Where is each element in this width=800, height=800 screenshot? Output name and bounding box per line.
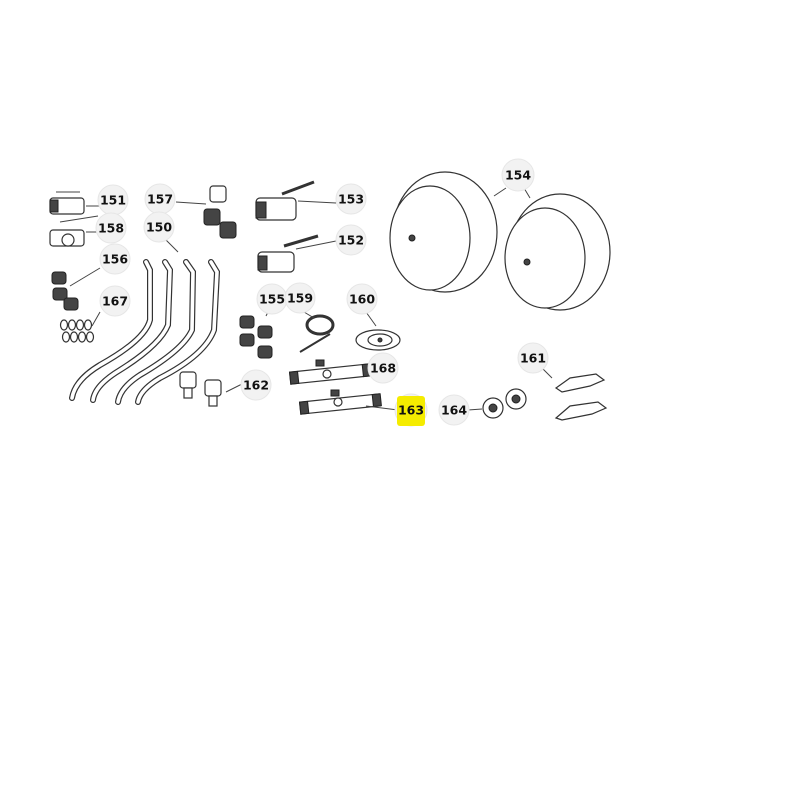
part-161-brackets <box>541 367 608 421</box>
svg-text:162: 162 <box>243 378 269 393</box>
part-154-expansion-vessels <box>389 171 611 311</box>
callout-163-highlighted[interactable]: 163 <box>394 393 428 427</box>
callout-152[interactable]: 152 <box>335 224 367 256</box>
svg-text:164: 164 <box>441 403 467 418</box>
svg-text:160: 160 <box>349 292 375 307</box>
svg-text:155: 155 <box>259 292 285 307</box>
svg-text:152: 152 <box>338 233 364 248</box>
svg-text:151: 151 <box>100 193 126 208</box>
part-156-fittings <box>51 267 101 311</box>
callout-161[interactable]: 161 <box>517 342 549 374</box>
callout-168[interactable]: 168 <box>367 352 399 384</box>
part-153-three-way-valve <box>255 180 337 221</box>
callout-154[interactable]: 154 <box>501 158 535 192</box>
part-158-ball-valve <box>49 215 99 247</box>
callout-159[interactable]: 159 <box>284 282 316 314</box>
svg-text:163: 163 <box>398 403 424 418</box>
part-163-pipe-tee <box>298 389 399 415</box>
svg-text:168: 168 <box>370 361 396 376</box>
callout-162[interactable]: 162 <box>240 369 272 401</box>
svg-text:159: 159 <box>287 291 313 306</box>
callout-167[interactable]: 167 <box>99 285 131 317</box>
svg-text:161: 161 <box>520 351 546 366</box>
svg-text:154: 154 <box>505 168 531 183</box>
callout-157[interactable]: 157 <box>144 183 176 215</box>
callout-156[interactable]: 156 <box>99 243 131 275</box>
part-152-ball-valve <box>257 234 337 273</box>
callout-155[interactable]: 155 <box>256 283 288 315</box>
part-168-pipe-tee <box>288 359 372 385</box>
svg-text:156: 156 <box>102 252 128 267</box>
part-167-gaskets <box>59 311 101 343</box>
callout-151[interactable]: 151 <box>97 184 129 216</box>
callout-160[interactable]: 160 <box>346 283 378 315</box>
part-151-ball-valve <box>49 191 100 215</box>
part-157-fittings <box>175 185 237 239</box>
callout-153[interactable]: 153 <box>335 183 367 215</box>
svg-text:153: 153 <box>338 192 364 207</box>
callout-150[interactable]: 150 <box>143 211 175 243</box>
callout-158[interactable]: 158 <box>95 212 127 244</box>
part-155-fittings <box>239 311 273 359</box>
part-159-sensor-cable <box>299 311 335 353</box>
callout-164[interactable]: 164 <box>438 394 470 426</box>
svg-text:150: 150 <box>146 220 172 235</box>
svg-text:158: 158 <box>98 221 124 236</box>
part-160-tape <box>355 311 401 351</box>
svg-text:167: 167 <box>102 294 128 309</box>
svg-text:157: 157 <box>147 192 173 207</box>
part-164-caps <box>467 388 527 419</box>
part-162-air-vents <box>179 371 243 407</box>
